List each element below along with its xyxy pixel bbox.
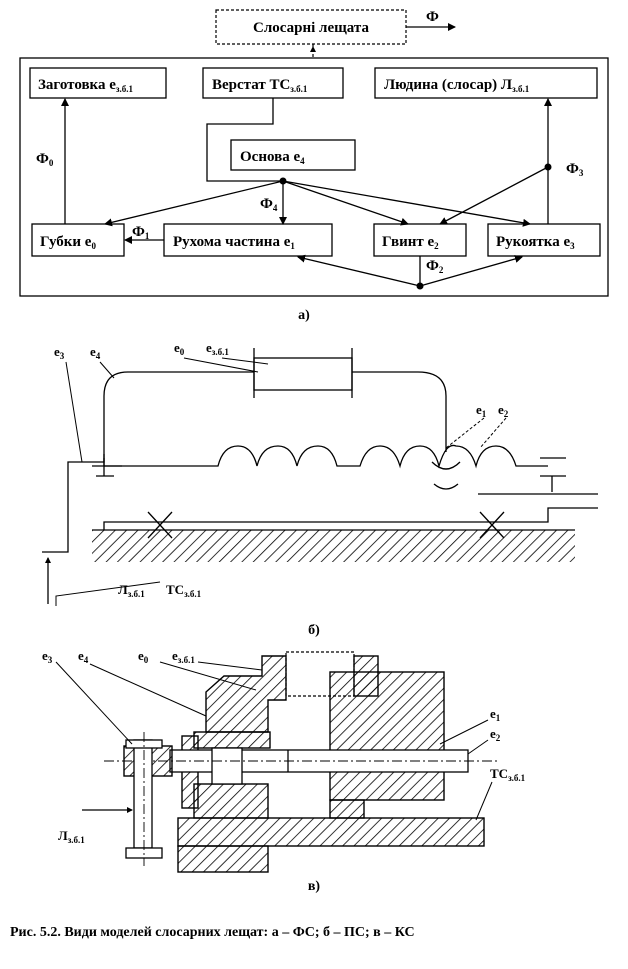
box-osnova-label: Основа е4: [240, 149, 305, 166]
phi2-label: Ф2: [426, 258, 444, 275]
b-e0: е0: [174, 340, 185, 357]
box-hvynt-label: Гвинт е2: [382, 234, 439, 251]
box-lyudyna: [374, 67, 598, 99]
b-TS: ТСз.б.1: [166, 582, 202, 599]
outer-frame: [19, 57, 609, 297]
b-e3: е3: [54, 344, 65, 361]
b-e2: е2: [498, 402, 509, 419]
phi0-label: Ф0: [36, 151, 54, 168]
base-plate: [177, 817, 485, 847]
box-rukoyatka-label: Рукоятка е3: [496, 234, 575, 251]
b-e1: е1: [476, 402, 487, 419]
c-ezb: ез.б.1: [172, 648, 195, 665]
box-zagotovka-label: Заготовка ез.б.1: [38, 77, 134, 94]
b-e4: е4: [90, 344, 101, 361]
c-e0: е0: [138, 648, 149, 665]
connections-a: [61, 98, 552, 290]
figure-caption: Рис. 5.2. Види моделей слосарних лещат: …: [10, 925, 415, 940]
diagram-a: Слосарні лещата Ф Заготовка ез.б.1 Верст…: [19, 9, 609, 323]
box-lyudyna-label: Людина (слосар) Лз.б.1: [384, 77, 530, 94]
screw-thread: [104, 444, 548, 469]
b-ezb: ез.б.1: [206, 340, 229, 357]
box-gubky-label: Губки е0: [40, 234, 96, 251]
c-e3: е3: [42, 648, 53, 665]
phi1-label: Ф1: [132, 224, 150, 241]
diagram-b: е3 е4 е0 ез.б.1 е1 е2 Лз.б.1 ТСз.б.1 б): [42, 340, 598, 638]
box-rukhoma-label: Рухома частина е1: [173, 234, 295, 251]
box-rukoyatka: [487, 223, 601, 257]
arch-right: [352, 371, 447, 452]
box-zagotovka: [29, 67, 167, 99]
label-a: а): [298, 308, 310, 323]
b-L: Лз.б.1: [118, 582, 145, 599]
movable-jaw: [205, 655, 287, 733]
box-verstat: [202, 67, 344, 99]
c-e2: е2: [490, 726, 501, 743]
box-verstat-label: Верстат ТСз.б.1: [212, 77, 308, 94]
arch-left: [103, 371, 254, 466]
c-e4: е4: [78, 648, 89, 665]
c-TS: ТСз.б.1: [490, 766, 526, 783]
workpiece-b: [253, 357, 353, 391]
box-rukhoma: [163, 223, 333, 257]
label-b: б): [308, 623, 320, 638]
diagram-c: е3 е4 е0 ез.б.1 е1 е2 ТСз.б.1 Лз.б.1 в): [42, 648, 526, 894]
top-box-label: Слосарні лещата: [253, 20, 369, 36]
phi3-label: Ф3: [566, 161, 584, 178]
box-gubky: [31, 223, 125, 257]
ground-hatch: [92, 530, 575, 562]
box-osnova: [230, 139, 356, 171]
c-e1: е1: [490, 706, 501, 723]
phi4-label: Ф4: [260, 196, 278, 213]
box-hvynt: [373, 223, 467, 257]
phi-output-label: Ф: [426, 9, 439, 25]
label-c: в): [308, 879, 321, 894]
c-L: Лз.б.1: [58, 828, 85, 845]
workpiece-c: [285, 651, 355, 697]
fixed-jaw: [329, 671, 445, 801]
handle-bar: [133, 739, 153, 849]
